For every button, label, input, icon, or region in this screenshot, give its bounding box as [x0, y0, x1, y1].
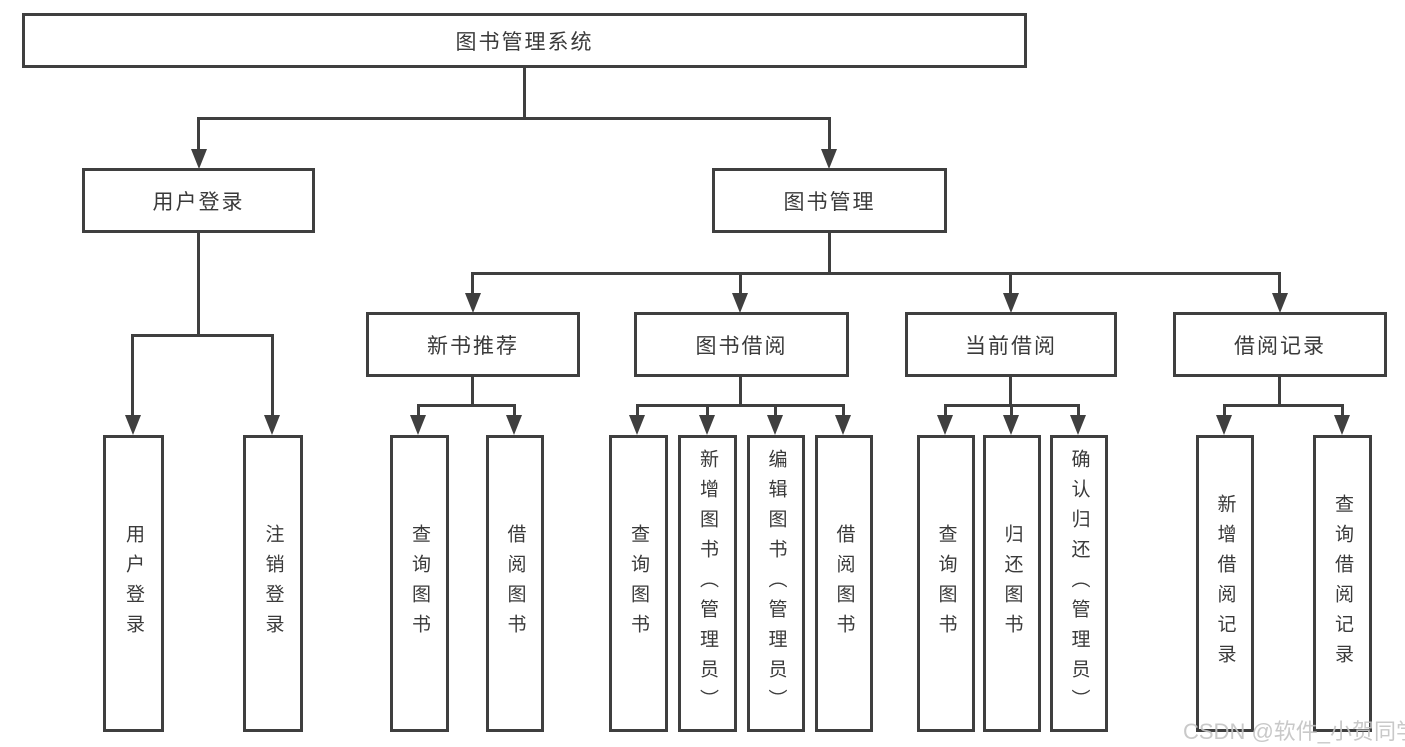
arrowhead: [629, 415, 645, 435]
node-label: 用户登录: [152, 190, 245, 214]
edge-stem-user-login: [197, 117, 200, 151]
arrowhead: [835, 415, 851, 435]
leaf-query-book-current: 查询图书: [917, 435, 975, 732]
edge-stem: [706, 404, 709, 416]
node-label: 图书借阅: [695, 334, 788, 358]
leaf-label: 注销登录: [262, 523, 284, 644]
leaf-add-book-admin: 新增图书（管理员）: [678, 435, 737, 732]
arrowhead: [1216, 415, 1232, 435]
edge-new-recommend-drop: [471, 374, 474, 406]
leaf-label: 新增借阅记录: [1214, 493, 1236, 674]
arrowhead-current-borrow: [1003, 293, 1019, 313]
leaf-confirm-return-admin: 确认归还（管理员）: [1050, 435, 1108, 732]
node-label: 新书推荐: [427, 334, 519, 358]
leaf-label: 借阅图书: [504, 523, 526, 644]
edge-stem: [1077, 404, 1080, 416]
leaf-label: 确认归还（管理员）: [1068, 448, 1090, 719]
leaf-query-borrow-record: 查询借阅记录: [1313, 435, 1372, 732]
leaf-edit-book-admin: 编辑图书（管理员）: [747, 435, 805, 732]
node-borrow-record: 借阅记录: [1173, 312, 1387, 377]
node-label: 图书管理: [783, 190, 876, 214]
leaf-add-borrow-record: 新增借阅记录: [1196, 435, 1254, 732]
edge-book-management-branch: [471, 272, 1281, 275]
arrowhead-borrow-record: [1272, 293, 1288, 313]
leaf-label: 查询图书: [935, 523, 957, 644]
edge-stem-borrow-record: [1278, 272, 1281, 294]
leaf-query-book-recommend: 查询图书: [390, 435, 449, 732]
edge-stem: [636, 404, 639, 416]
node-current-borrow: 当前借阅: [905, 312, 1117, 377]
node-book-borrow: 图书借阅: [634, 312, 849, 377]
edge-book-borrow-drop: [739, 374, 742, 406]
arrowhead-book-management: [821, 149, 837, 169]
arrowhead: [1334, 415, 1350, 435]
edge-root-branch: [198, 117, 831, 120]
edge-stem-leaf-login: [131, 334, 134, 417]
edge-stem: [944, 404, 947, 416]
leaf-query-book-borrow: 查询图书: [609, 435, 668, 732]
arrowhead: [410, 415, 426, 435]
node-user-login: 用户登录: [82, 168, 315, 233]
leaf-borrow-book-recommend: 借阅图书: [486, 435, 544, 732]
edge-stem: [513, 404, 516, 416]
edge-stem: [1010, 404, 1013, 416]
edge-root-drop: [523, 66, 526, 120]
arrowhead: [937, 415, 953, 435]
arrowhead: [699, 415, 715, 435]
arrowhead: [1070, 415, 1086, 435]
arrowhead-user-login: [191, 149, 207, 169]
leaf-label: 编辑图书（管理员）: [765, 448, 787, 719]
node-label: 图书管理系统: [455, 30, 594, 54]
leaf-return-book: 归还图书: [983, 435, 1041, 732]
edge-stem-current-borrow: [1009, 272, 1012, 294]
node-new-book-recommend: 新书推荐: [366, 312, 580, 377]
node-label: 借阅记录: [1234, 334, 1326, 358]
edge-stem: [1341, 404, 1344, 416]
leaf-label: 查询图书: [409, 523, 430, 644]
leaf-label: 借阅图书: [833, 523, 855, 644]
node-label: 当前借阅: [965, 334, 1057, 358]
edge-book-borrow-branch: [636, 404, 845, 407]
leaf-label: 归还图书: [1001, 523, 1023, 644]
arrowhead-leaf-login: [125, 415, 141, 435]
edge-user-login-branch: [131, 334, 274, 337]
edge-stem-new-recommend: [471, 272, 474, 294]
edge-book-management-drop: [828, 231, 831, 275]
edge-stem-book-borrow: [739, 272, 742, 294]
leaf-label: 查询图书: [628, 523, 649, 644]
arrowhead-new-recommend: [465, 293, 481, 313]
edge-borrow-record-branch: [1223, 404, 1344, 407]
node-book-management: 图书管理: [712, 168, 947, 233]
arrowhead-leaf-logout: [264, 415, 280, 435]
edge-stem-book-management: [828, 117, 831, 151]
edge-stem: [774, 404, 777, 416]
leaf-label: 查询借阅记录: [1332, 493, 1353, 674]
node-library-management-system: 图书管理系统: [22, 13, 1027, 68]
edge-current-borrow-drop: [1009, 374, 1012, 406]
arrowhead: [506, 415, 522, 435]
edge-borrow-record-drop: [1278, 374, 1281, 406]
leaf-label: 用户登录: [123, 523, 144, 644]
edge-stem: [417, 404, 420, 416]
arrowhead: [1003, 415, 1019, 435]
csdn-watermark: CSDN @软件_小贺同学: [1183, 719, 1405, 744]
edge-new-recommend-branch: [417, 404, 516, 407]
leaf-label: 新增图书（管理员）: [697, 448, 718, 719]
edge-stem: [1223, 404, 1226, 416]
arrowhead-book-borrow: [732, 293, 748, 313]
leaf-borrow-book: 借阅图书: [815, 435, 873, 732]
edge-stem: [842, 404, 845, 416]
leaf-user-login: 用户登录: [103, 435, 164, 732]
leaf-logout: 注销登录: [243, 435, 303, 732]
edge-user-login-drop: [197, 231, 200, 336]
arrowhead: [767, 415, 783, 435]
edge-stem-leaf-logout: [271, 334, 274, 417]
